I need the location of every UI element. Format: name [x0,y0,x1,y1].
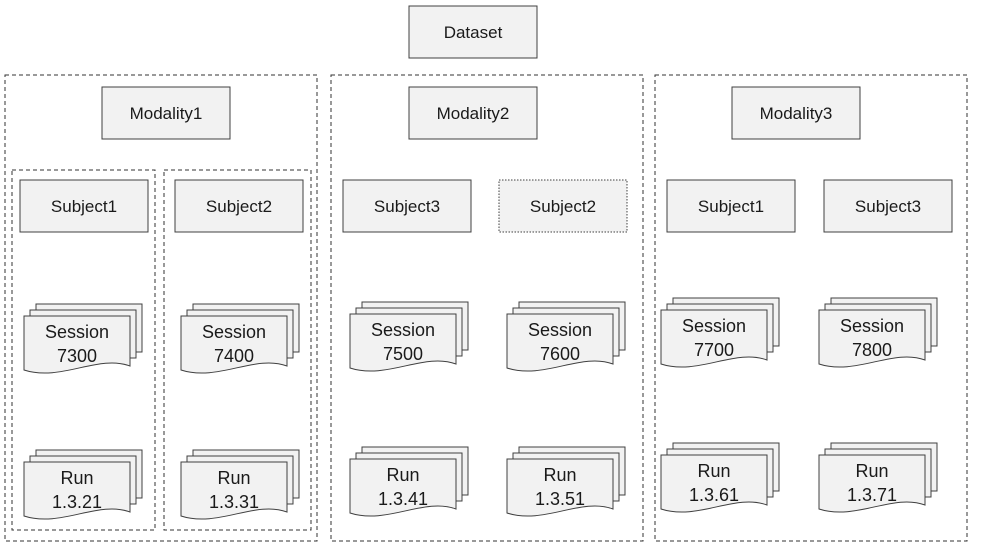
modality2-group [330,74,644,542]
m1-s2-session-doc-title: Session [202,322,266,342]
m1-s2-run-doc-id: 1.3.31 [209,492,259,512]
m3-s1-run-doc-title: Run [697,461,730,481]
modality2-box-frame [408,86,538,140]
subject-group-2 [163,169,312,531]
m3-s1-subject-box-frame [666,179,796,233]
m2-s2-subject-box: Subject2 [498,179,628,233]
m1-s2-subject-box-label: Subject2 [206,197,272,216]
m3-s1-run-doc-id: 1.3.61 [689,485,739,505]
m2-s2-run-doc: Run 1.3.51 [506,446,626,517]
modality3-box-label: Modality3 [760,104,833,123]
dataset-box-frame [408,5,538,59]
modality1-box-label: Modality1 [130,104,203,123]
dataset-box-label: Dataset [444,23,503,42]
modality2-box: Modality2 [408,86,538,140]
m1-s1-session-doc: Session 7300 [23,303,143,374]
m2-s2-session-doc: Session 7600 [506,301,626,372]
modality3-group [654,74,968,542]
m3-s1-session-doc: Session 7700 [660,297,780,368]
m2-s2-run-doc-title: Run [543,465,576,485]
m2-s2-subject-box-label: Subject2 [530,197,596,216]
m2-s1-subject-box-label: Subject3 [374,197,440,216]
m1-s1-session-doc-id: 7300 [57,346,97,366]
m2-s1-subject-box: Subject3 [342,179,472,233]
m1-s1-session-doc-title: Session [45,322,109,342]
m3-s2-subject-box-frame [823,179,953,233]
subject-group-1 [11,169,156,531]
m3-s2-subject-box: Subject3 [823,179,953,233]
m1-s1-run-doc-id: 1.3.21 [52,492,102,512]
m1-s2-session-doc-id: 7400 [214,346,254,366]
modality1-group [4,74,318,542]
modality3-box-frame [731,86,861,140]
m2-s1-run-doc: Run 1.3.41 [349,446,469,517]
m3-s1-subject-box: Subject1 [666,179,796,233]
m3-s1-session-doc-id: 7700 [694,340,734,360]
m2-s1-run-doc-title: Run [386,465,419,485]
m3-s2-run-doc-title: Run [855,461,888,481]
m1-s1-run-doc: Run 1.3.21 [23,449,143,520]
m2-s2-session-doc-id: 7600 [540,344,580,364]
m3-s2-run-doc-id: 1.3.71 [847,485,897,505]
m3-s2-session-doc-id: 7800 [852,340,892,360]
m2-s1-session-doc: Session 7500 [349,301,469,372]
m2-s2-session-doc-title: Session [528,320,592,340]
m3-s2-subject-box-label: Subject3 [855,197,921,216]
m1-s1-subject-box-frame [19,179,149,233]
modality1-box-frame [101,86,231,140]
m2-s1-session-doc-id: 7500 [383,344,423,364]
dataset-box: Dataset [408,5,538,59]
m2-s2-subject-box-frame [498,179,628,233]
modality1-box: Modality1 [101,86,231,140]
m2-s1-session-doc-title: Session [371,320,435,340]
m3-s2-run-doc: Run 1.3.71 [818,442,938,513]
m1-s2-subject-box: Subject2 [174,179,304,233]
m2-s1-run-doc-id: 1.3.41 [378,489,428,509]
m1-s1-run-doc-title: Run [60,468,93,488]
m1-s2-run-doc-title: Run [217,468,250,488]
m2-s1-subject-box-frame [342,179,472,233]
m3-s1-session-doc-title: Session [682,316,746,336]
m2-s2-run-doc-id: 1.3.51 [535,489,585,509]
m1-s2-session-doc: Session 7400 [180,303,300,374]
m1-s1-subject-box-label: Subject1 [51,197,117,216]
m1-s2-run-doc: Run 1.3.31 [180,449,300,520]
modality3-box: Modality3 [731,86,861,140]
m3-s1-run-doc: Run 1.3.61 [660,442,780,513]
m1-s2-subject-box-frame [174,179,304,233]
m3-s2-session-doc: Session 7800 [818,297,938,368]
modality2-box-label: Modality2 [437,104,510,123]
m3-s2-session-doc-title: Session [840,316,904,336]
m3-s1-subject-box-label: Subject1 [698,197,764,216]
m1-s1-subject-box: Subject1 [19,179,149,233]
